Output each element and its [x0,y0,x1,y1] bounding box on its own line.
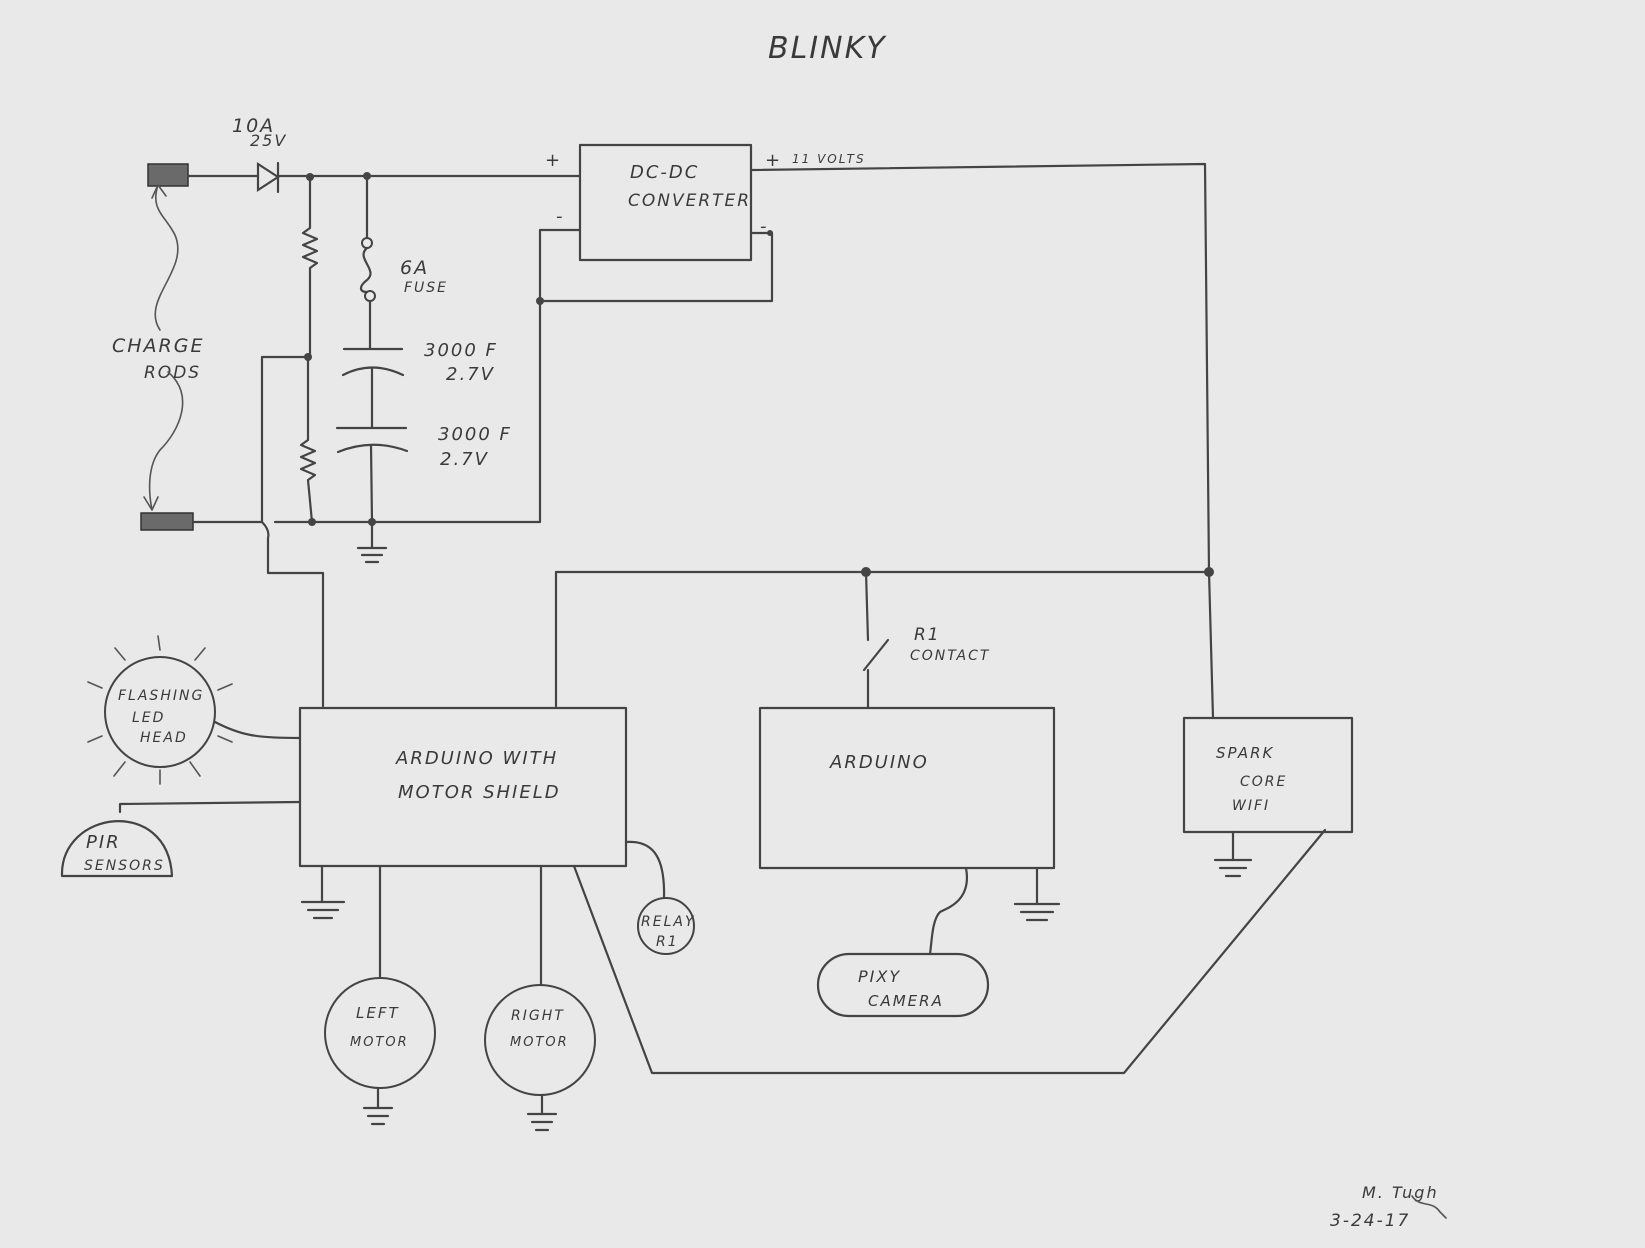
spark-core-wifi-box [1182,716,1354,834]
fuse-label-1: 6A [400,257,429,279]
ground-symbol-arduino-motor [300,864,346,920]
cap2-label-2: 2.7V [440,449,489,470]
arduino-motor-shield-box [298,706,628,868]
ground-symbol-right-motor [526,1093,558,1132]
capacitor-1 [341,347,405,430]
arduino-label: ARDUINO [829,752,929,773]
ground-symbol-spark [1213,830,1253,878]
charge-rod-bottom [140,512,194,531]
resistor-upper [301,175,319,358]
led-head-wire [213,720,302,740]
fuse-symbol [359,174,376,350]
converter-label-2: CONVERTER [628,191,751,211]
converter-label-1: DC-DC [630,162,699,183]
ground-symbol-arduino [1013,866,1061,922]
pixy-camera [816,952,990,1018]
signature-name: M. Tugh [1362,1183,1439,1202]
right-motor [484,984,596,1096]
charge-rods-label-2: RODS [144,363,201,383]
output-rail-11v [749,162,1215,720]
cap2-label-1: 3000 F [438,424,512,445]
charge-rod-arrow-top [151,184,179,331]
pixy-label-1: PIXY [858,967,901,986]
led-head-label-1: FLASHING [118,688,204,704]
charge-rod-top [147,163,189,187]
relay-contact-label-2: CONTACT [910,648,990,664]
spark-label-3: WIFI [1232,798,1270,814]
charge-rods-label-1: CHARGE [112,335,204,357]
fuse-label-2: FUSE [404,280,448,296]
signature-date: 3-24-17 [1330,1211,1410,1231]
capacitor-2 [335,426,409,524]
pir-sensors [60,820,174,878]
pixy-label-2: CAMERA [868,992,944,1010]
right-motor-label-2: MOTOR [510,1035,569,1050]
left-motor-label-1: LEFT [356,1004,400,1022]
hop-wire [260,355,325,708]
signature-stroke [1411,1195,1447,1219]
converter-minus-in: - [556,206,565,227]
relay-wire [624,840,666,900]
arduino-supply-rail [554,570,1211,708]
relay-contact-switch [862,570,890,710]
spark-label-1: SPARK [1216,744,1274,762]
relay-label-2: R1 [656,934,679,950]
pir-label-2: SENSORS [84,858,165,874]
relay-contact-label-1: R1 [914,625,941,645]
cap1-label-1: 3000 F [424,340,498,361]
converter-negative-wire [538,228,774,303]
arduino-motor-label-1: ARDUINO WITH [395,748,558,769]
pir-wire [118,800,302,814]
charge-rod-arrow-bottom [143,371,184,511]
diode-rating-2: 25V [250,131,287,150]
dc-dc-converter [578,143,753,262]
diode-rating-1: 10A [232,115,275,137]
left-motor-label-2: MOTOR [350,1035,409,1050]
ground-symbol-caps [356,520,388,564]
converter-output-voltage: 11 VOLTS [792,152,866,166]
converter-plus-in: + [545,150,562,171]
ground-symbol-left-motor [362,1086,394,1126]
pixy-wire [928,866,969,956]
led-head-label-3: HEAD [140,730,188,746]
flashing-led-head [87,635,233,785]
right-motor-label-1: RIGHT [511,1008,565,1024]
bottom-rail [191,299,542,524]
spark-label-2: CORE [1240,774,1287,790]
relay-r1 [637,897,695,955]
led-head-label-2: LED [132,710,165,726]
converter-plus-out: + [765,150,782,171]
left-motor [324,977,436,1089]
arduino-box [758,706,1056,870]
motor-to-wifi-wire [572,828,1327,1075]
pir-label-1: PIR [86,832,121,853]
diagram-title: BLINKY [768,31,887,66]
arduino-motor-label-2: MOTOR SHIELD [398,782,561,803]
resistor-lower [299,355,317,524]
relay-label-1: RELAY [641,914,696,930]
cap1-label-2: 2.7V [446,364,495,385]
diode-symbol [256,161,281,194]
converter-minus-out: - [760,216,769,237]
